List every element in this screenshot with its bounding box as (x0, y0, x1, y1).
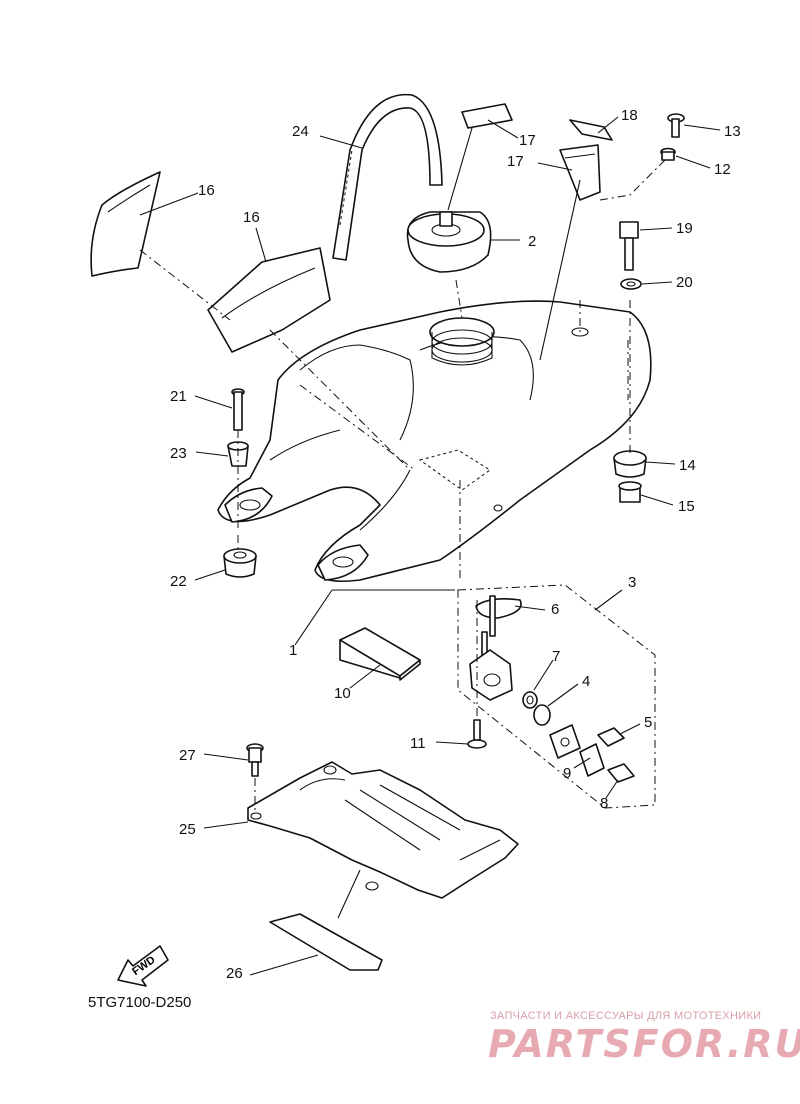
callout-23: 23 (170, 445, 187, 462)
callout-16-pad: 16 (243, 209, 260, 226)
fwd-arrow-icon: FWD (117, 945, 169, 987)
callout-25: 25 (179, 821, 196, 838)
callout-numbers: 1 2 3 4 5 6 7 8 9 10 11 12 13 14 15 16 1… (170, 107, 741, 982)
callout-1: 1 (289, 642, 297, 659)
part-25-skid-plate[interactable] (247, 761, 519, 899)
part-2-fuel-cap[interactable] (406, 211, 492, 273)
callout-6: 6 (551, 601, 559, 618)
part-27-bolt[interactable] (246, 743, 264, 777)
callout-15: 15 (678, 498, 695, 515)
part-22-damper[interactable] (223, 548, 257, 578)
part-19-bolt[interactable] (619, 221, 639, 271)
part-3-fuel-cock-group[interactable] (457, 584, 656, 809)
part-6-gasket[interactable] (475, 598, 522, 619)
part-17-pad-upper[interactable] (461, 103, 513, 129)
callout-14: 14 (679, 457, 696, 474)
part-16-left-panel[interactable] (90, 171, 161, 277)
part-17-pad-lower[interactable] (559, 144, 601, 201)
callout-10: 10 (334, 685, 351, 702)
callout-16-left: 16 (198, 182, 215, 199)
diagram-code: 5TG7100-D250 (88, 994, 192, 1011)
callout-11: 11 (410, 735, 426, 752)
callout-18: 18 (621, 107, 638, 124)
callout-24: 24 (292, 123, 309, 140)
part-9-lever[interactable] (579, 743, 605, 777)
callout-3: 3 (628, 574, 636, 591)
part-14-damper[interactable] (613, 450, 647, 478)
part-4-o-ring[interactable] (533, 704, 551, 726)
callout-17-lower: 17 (507, 153, 524, 170)
callout-19: 19 (676, 220, 693, 237)
part-26-pad[interactable] (269, 913, 383, 971)
callout-4: 4 (582, 673, 590, 690)
callout-21: 21 (170, 388, 187, 405)
watermark-logo: PARTSFOR.RU (488, 1022, 800, 1066)
part-5-screw[interactable] (597, 727, 625, 747)
leader-lines (139, 116, 721, 976)
part-24-vent-hose[interactable] (332, 93, 443, 261)
part-10-sponge[interactable] (339, 627, 421, 681)
callout-2: 2 (528, 233, 536, 250)
part-13-screw[interactable] (667, 113, 685, 138)
callout-8: 8 (600, 795, 608, 812)
callout-26: 26 (226, 965, 243, 982)
part-12-collar[interactable] (660, 147, 676, 161)
part-20-washer[interactable] (620, 278, 642, 290)
part-21-bolt[interactable] (231, 388, 245, 431)
part-1-fuel-tank[interactable] (217, 300, 652, 583)
callout-5: 5 (644, 714, 652, 731)
part-18-plate[interactable] (569, 119, 613, 141)
callout-22: 22 (170, 573, 187, 590)
callout-9: 9 (563, 765, 571, 782)
callout-20: 20 (676, 274, 693, 291)
part-8-screw[interactable] (607, 763, 635, 783)
callout-7: 7 (552, 648, 560, 665)
watermark-subtitle: ЗАПЧАСТИ И АКСЕССУАРЫ ДЛЯ МОТОТЕХНИКИ (490, 1010, 762, 1022)
callout-13: 13 (724, 123, 741, 140)
assembly-lines (139, 159, 666, 810)
part-15-collar[interactable] (618, 481, 642, 503)
callout-17-upper: 17 (519, 132, 536, 149)
part-11-screw[interactable] (467, 719, 487, 749)
part-7-filter[interactable] (522, 691, 538, 709)
part-16-seat-pad[interactable] (207, 247, 331, 353)
callout-27: 27 (179, 747, 196, 764)
callout-12: 12 (714, 161, 731, 178)
